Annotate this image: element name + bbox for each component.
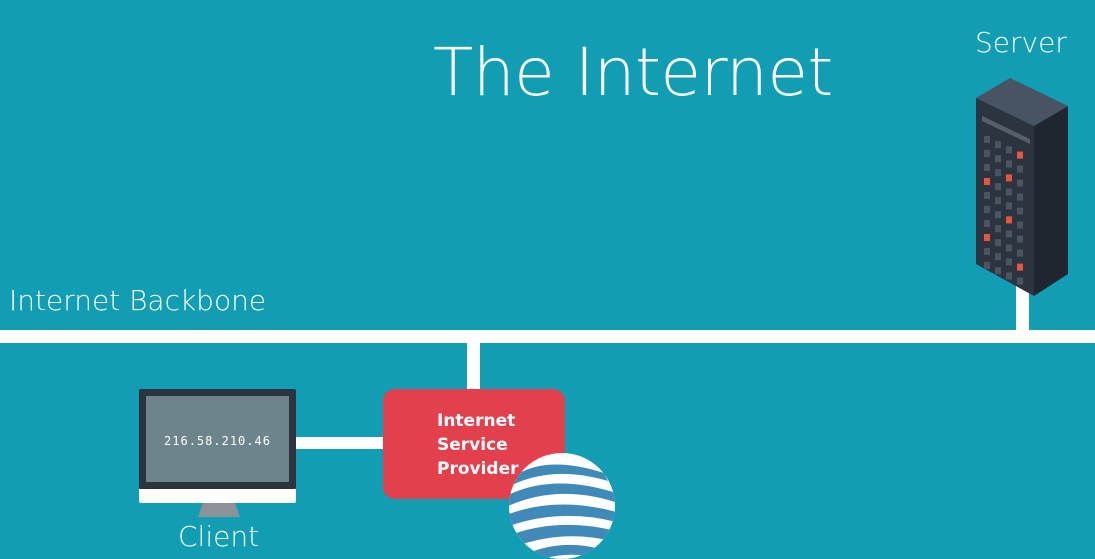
backbone-label: Internet Backbone: [9, 284, 267, 317]
server-led: [984, 192, 990, 199]
server-led: [1017, 263, 1023, 271]
server-led: [984, 136, 990, 143]
backbone-line: [0, 330, 1095, 343]
server-led: [995, 183, 1001, 191]
server-tower-icon: [976, 78, 1068, 296]
striped-globe-logo-icon: [509, 453, 615, 559]
server-led: [1006, 146, 1012, 154]
server-led: [984, 206, 990, 213]
server-led-grid: [984, 136, 1023, 285]
server-led: [984, 150, 990, 157]
server-led: [984, 248, 990, 255]
server-led: [995, 155, 1001, 163]
monitor-stand: [198, 503, 240, 517]
server-front: [976, 98, 1034, 296]
server-led: [995, 141, 1001, 149]
isp-label-line: Service: [437, 435, 508, 455]
server-led: [1017, 221, 1023, 229]
server-led: [995, 211, 1001, 219]
server-led: [995, 253, 1001, 261]
client-label: Client: [178, 520, 260, 553]
monitor-screen: 216.58.210.46: [146, 396, 289, 482]
server-led: [1006, 160, 1012, 168]
server-led: [1017, 165, 1023, 173]
server-led: [1017, 207, 1023, 215]
server-led: [1006, 230, 1012, 238]
isp-label-line: Internet: [437, 411, 516, 431]
server-led: [984, 164, 990, 171]
isp-label-line: Provider: [437, 459, 519, 479]
server-led: [1006, 174, 1012, 182]
monitor-bezel: 216.58.210.46: [139, 389, 296, 489]
desktop-monitor-icon: 216.58.210.46: [139, 389, 296, 503]
isp-connector: [467, 340, 480, 392]
server-led: [1006, 244, 1012, 252]
server-led: [1006, 272, 1012, 280]
server-led: [1017, 179, 1023, 187]
server-led: [1017, 151, 1023, 159]
server-led: [1006, 258, 1012, 266]
server-vent: [982, 116, 1030, 144]
server-led: [1017, 235, 1023, 243]
server-led: [995, 225, 1001, 233]
server-led: [984, 178, 990, 185]
server-label: Server: [975, 26, 1067, 59]
server-top: [976, 78, 1068, 126]
server-led: [984, 234, 990, 241]
server-led: [984, 262, 990, 269]
globe-stripes: [509, 464, 615, 559]
server-led: [995, 239, 1001, 247]
server-led: [995, 267, 1001, 275]
server-led: [1017, 249, 1023, 257]
server-led: [1017, 193, 1023, 201]
server-led: [995, 169, 1001, 177]
client-ip-address: 216.58.210.46: [164, 434, 271, 448]
server-led: [1006, 216, 1012, 224]
server-led: [995, 197, 1001, 205]
server-led: [1017, 277, 1023, 285]
client-isp-connector: [294, 437, 386, 449]
diagram-title: The Internet: [433, 34, 833, 111]
server-led: [1006, 202, 1012, 210]
monitor-chin: [139, 489, 296, 503]
server-connector: [1016, 280, 1029, 332]
server-side: [1034, 106, 1068, 296]
server-led: [1006, 188, 1012, 196]
isp-label: Internet Service Provider: [437, 409, 519, 481]
server-led: [984, 220, 990, 227]
